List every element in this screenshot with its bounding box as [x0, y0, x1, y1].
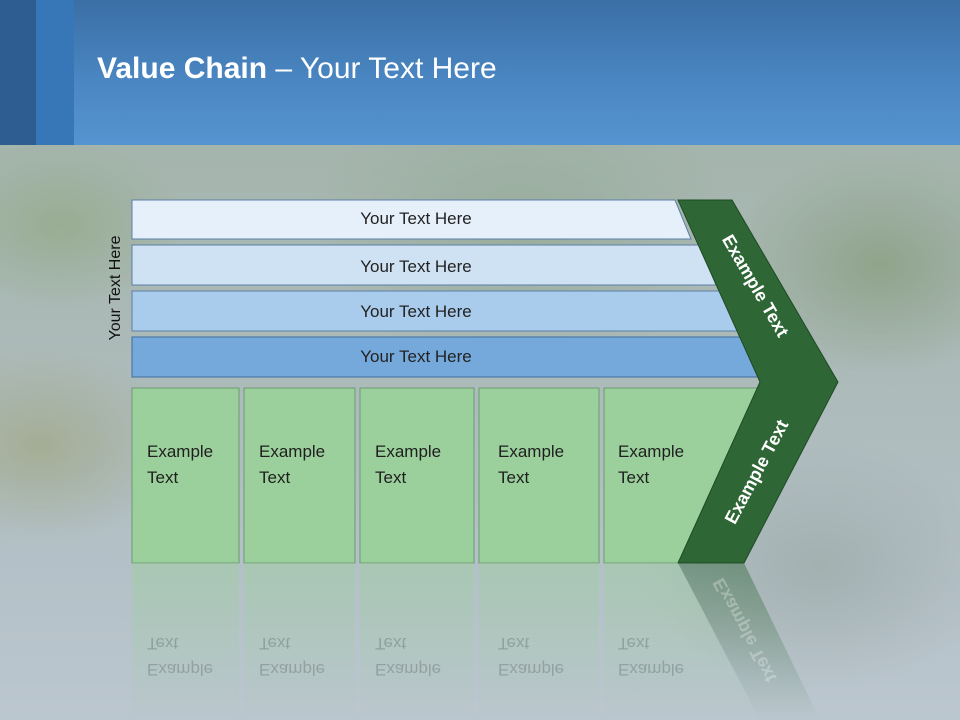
reflection-text-2: Example Text — [259, 630, 325, 682]
reflection-text-3: Example Text — [375, 630, 441, 682]
title-rest: – Your Text Here — [267, 52, 497, 85]
cell-line2: Text — [375, 468, 407, 487]
cell-line2: Text — [259, 468, 291, 487]
cell-line1: Example — [618, 442, 685, 461]
reflection — [132, 563, 820, 720]
reflection-line1: Example — [498, 660, 565, 679]
accent-bar-dark — [0, 0, 36, 145]
reflection-line1: Example — [147, 660, 214, 679]
title-bold: Value Chain — [97, 52, 268, 85]
reflection-line2: Text — [147, 634, 179, 653]
cell-box-1 — [131, 387, 240, 564]
reflection-text-4: Example Text — [498, 630, 564, 682]
cell-line1: Example — [375, 442, 442, 461]
reflection-line2: Text — [498, 634, 530, 653]
cell-box-3 — [359, 387, 475, 564]
reflection-line2: Text — [259, 634, 291, 653]
reflection-line1: Example — [259, 660, 326, 679]
reflection-line2: Text — [375, 634, 407, 653]
row-label-2: Your Text Here — [360, 257, 472, 276]
row-band-1 — [131, 199, 692, 240]
page-title: Value Chain – Your Text Here — [97, 52, 497, 86]
reflection-line2: Text — [618, 634, 650, 653]
cell-line2: Text — [618, 468, 650, 487]
cell-line2: Text — [147, 468, 179, 487]
cell-line1: Example — [498, 442, 565, 461]
title-band: Value Chain – Your Text Here — [0, 0, 960, 145]
cell-box-2 — [243, 387, 356, 564]
cell-line2: Text — [498, 468, 530, 487]
side-label: Your Text Here — [107, 235, 124, 341]
row-label-3: Your Text Here — [360, 302, 472, 321]
reflection-text-1: Example Text — [147, 630, 213, 682]
cell-line1: Example — [147, 442, 214, 461]
reflection-line1: Example — [375, 660, 442, 679]
cell-line1: Example — [259, 442, 326, 461]
row-label-4: Your Text Here — [360, 347, 472, 366]
accent-bar-light — [36, 0, 74, 145]
reflection-line1: Example — [618, 660, 685, 679]
row-label-1: Your Text Here — [360, 209, 472, 228]
cell-box-4 — [478, 387, 600, 564]
reflection-text-5: Example Text — [618, 630, 684, 682]
